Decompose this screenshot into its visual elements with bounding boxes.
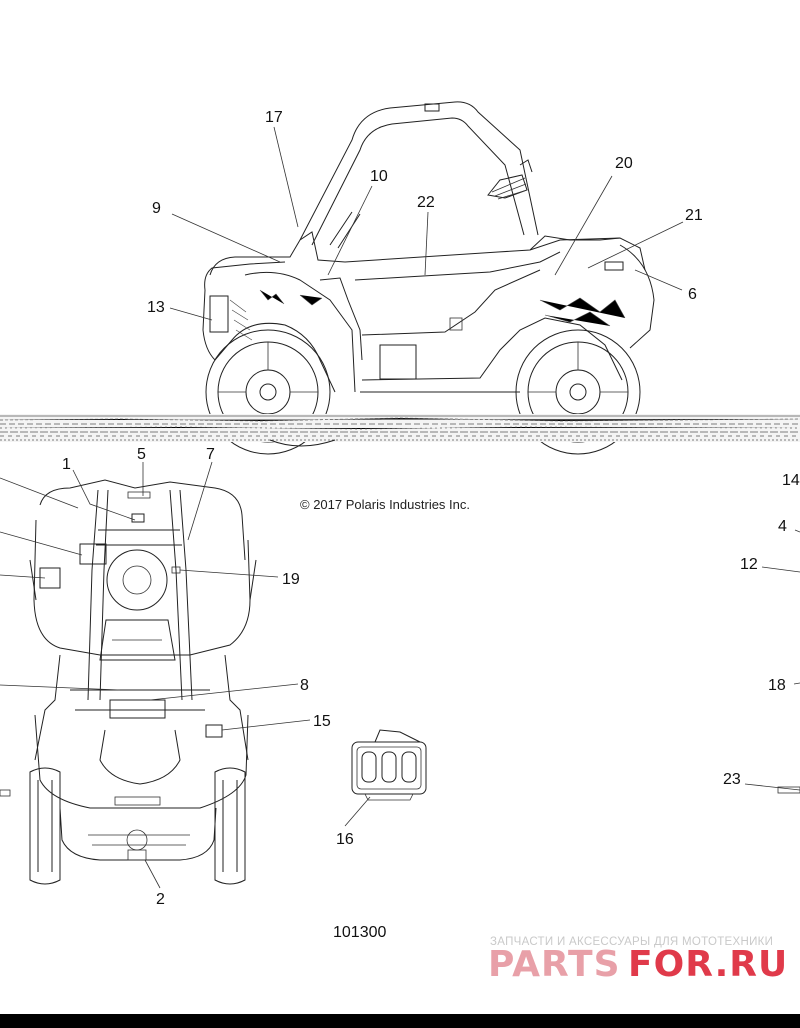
callout-9: 9 — [152, 200, 161, 217]
callout-19: 19 — [282, 571, 300, 588]
callout-13: 13 — [147, 299, 165, 316]
callout-17: 17 — [265, 109, 283, 126]
ground-strip — [0, 414, 800, 447]
callout-15: 15 — [313, 713, 331, 730]
copyright-notice: © 2017 Polaris Industries Inc. — [300, 497, 470, 512]
callout-22: 22 — [417, 194, 435, 211]
bottom-bar — [0, 1014, 800, 1028]
watermark: ЗАПЧАСТИ И АКСЕССУАРЫ ДЛЯ МОТОТЕХНИКИ PA… — [488, 936, 788, 985]
callout-16: 16 — [336, 831, 354, 848]
callout-7: 7 — [206, 446, 215, 463]
callout-23: 23 — [723, 771, 741, 788]
leader-lines — [0, 126, 800, 889]
document-number: 101300 — [333, 924, 386, 941]
callout-5: 5 — [137, 446, 146, 463]
callout-14: 14 — [782, 472, 800, 489]
watermark-subtitle: ЗАПЧАСТИ И АКСЕССУАРЫ ДЛЯ МОТОТЕХНИКИ — [490, 936, 773, 948]
callout-10: 10 — [370, 168, 388, 185]
decal-part-16 — [351, 729, 427, 801]
callout-labels: 17 10 9 22 20 21 6 13 1 5 7 14 4 12 19 8… — [62, 109, 800, 908]
side-view-vehicle — [202, 101, 655, 455]
callout-2: 2 — [156, 891, 165, 908]
callout-21: 21 — [685, 207, 703, 224]
callout-4: 4 — [778, 518, 787, 535]
callout-20: 20 — [615, 155, 633, 172]
callout-6: 6 — [688, 286, 697, 303]
top-view-vehicle — [29, 479, 257, 885]
callout-18: 18 — [768, 677, 786, 694]
callout-8: 8 — [300, 677, 309, 694]
watermark-brand-right: FOR.RU — [628, 944, 788, 985]
callout-1: 1 — [62, 456, 71, 473]
watermark-brand-left: PARTS — [488, 944, 621, 985]
callout-12: 12 — [740, 556, 758, 573]
